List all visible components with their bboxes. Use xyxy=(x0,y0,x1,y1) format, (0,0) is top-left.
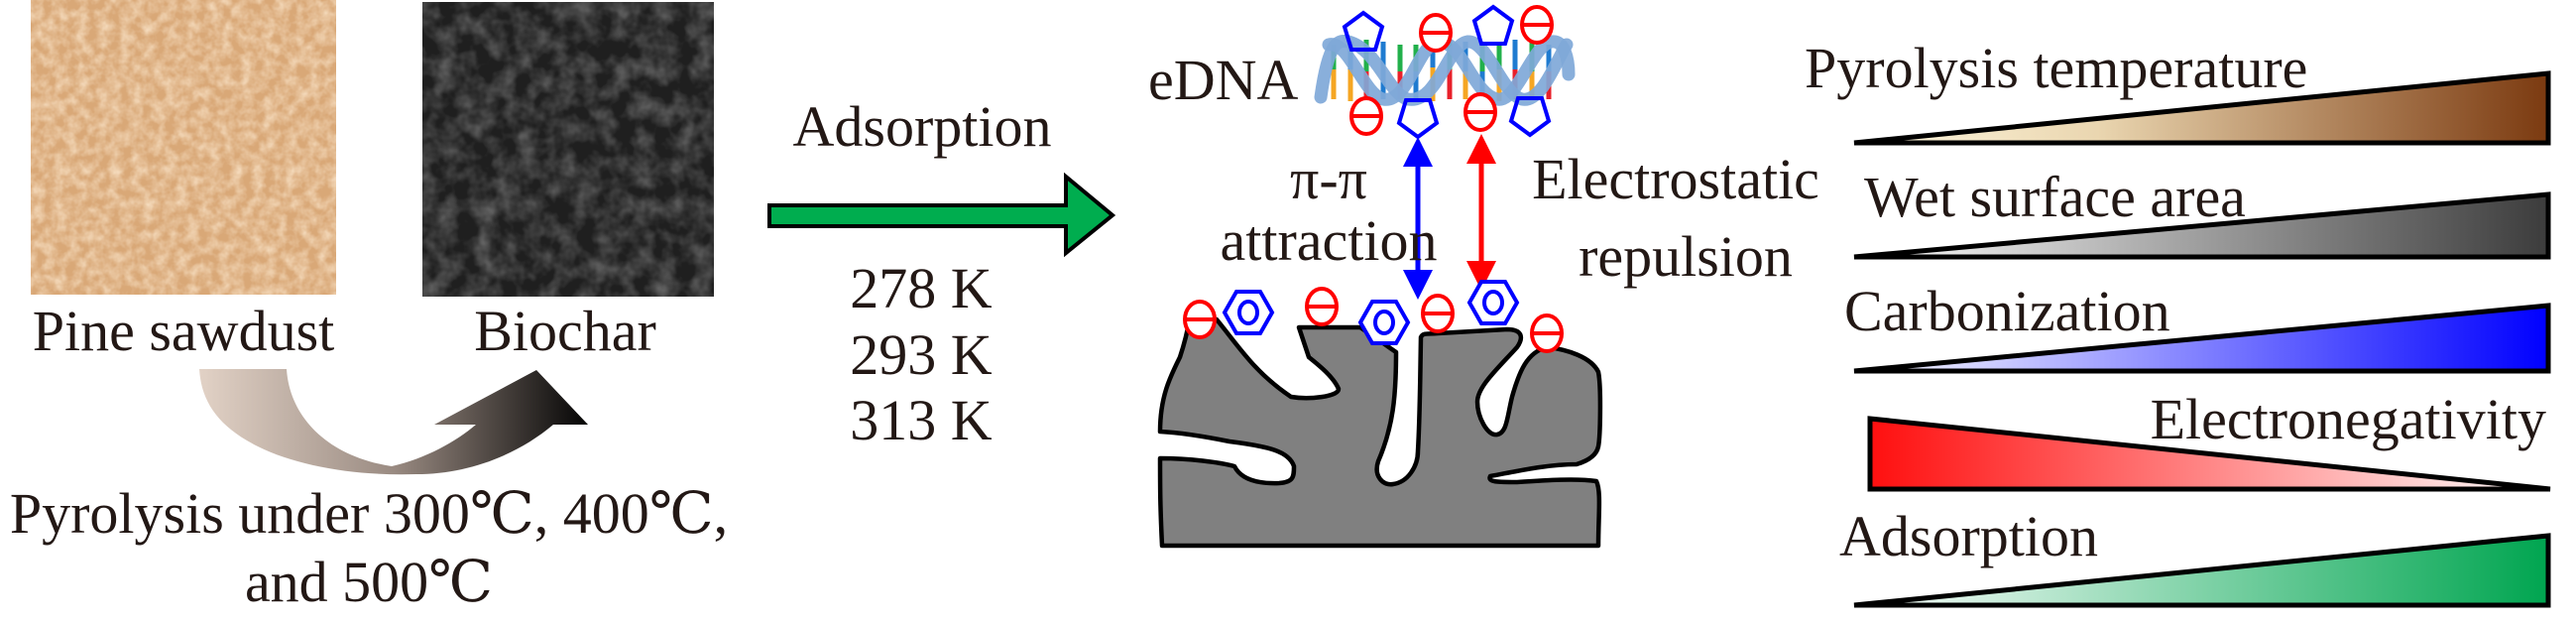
dna-negative-charge-icon xyxy=(1349,96,1383,136)
surface-negative-charge-icon xyxy=(1421,294,1455,333)
trend-wedge-pyrolysis-temperature xyxy=(1853,70,2551,146)
trend-label-wet-surface-area: Wet surface area xyxy=(1864,165,2246,229)
biochar-label: Biochar xyxy=(474,299,656,363)
electrostatic-repulsion-arrow-icon xyxy=(1466,134,1496,291)
edna-label: eDNA xyxy=(1148,48,1299,112)
dna-pentagon-group-icon xyxy=(1397,98,1439,139)
trend-label-adsorption: Adsorption xyxy=(1839,504,2098,568)
repulsion-label: repulsion xyxy=(1579,224,1793,289)
pi-pi-attraction-arrow-icon xyxy=(1403,137,1433,300)
dna-negative-charge-icon xyxy=(1464,92,1497,132)
trend-label-carbonization: Carbonization xyxy=(1844,279,2170,343)
trend-wedge-carbonization xyxy=(1853,303,2551,374)
dna-pentagon-group-icon xyxy=(1509,96,1551,137)
electrostatic-label: Electrostatic xyxy=(1532,147,1819,211)
dna-negative-charge-icon xyxy=(1520,5,1554,45)
trend-label-pyrolysis-temperature: Pyrolysis temperature xyxy=(1805,36,2307,100)
attraction-label: attraction xyxy=(1220,208,1437,273)
temperature-313: 313 K xyxy=(850,388,993,452)
trend-label-electronegativity: Electronegativity xyxy=(2151,387,2546,451)
trend-wedge-electronegativity xyxy=(1867,416,2551,492)
pyrolysis-condition-line2: and 500℃ xyxy=(245,550,493,614)
dna-pentagon-group-icon xyxy=(1472,5,1514,46)
sawdust-photo xyxy=(31,0,336,295)
surface-negative-charge-icon xyxy=(1183,300,1217,339)
surface-negative-charge-icon xyxy=(1305,287,1339,326)
adsorption-arrow-icon xyxy=(767,172,1116,258)
dna-pentagon-group-icon xyxy=(1343,11,1384,52)
surface-negative-charge-icon xyxy=(1530,313,1564,353)
adsorption-process-label: Adsorption xyxy=(793,94,1052,159)
trend-wedge-wet-surface-area xyxy=(1853,191,2551,260)
trend-wedge-adsorption xyxy=(1853,533,2551,608)
biochar-photo xyxy=(422,2,714,297)
temperature-278: 278 K xyxy=(850,256,993,320)
biochar-surface-icon xyxy=(1157,314,1603,549)
pi-pi-label: π-π xyxy=(1290,147,1367,211)
pine-sawdust-label: Pine sawdust xyxy=(33,299,335,363)
curved-arrow-icon xyxy=(199,369,588,475)
surface-benzene-ring-icon xyxy=(1223,290,1274,335)
surface-benzene-ring-icon xyxy=(1467,280,1519,325)
surface-benzene-ring-icon xyxy=(1358,300,1410,345)
temperature-293: 293 K xyxy=(850,322,993,387)
pyrolysis-condition-line1: Pyrolysis under 300℃, 400℃, xyxy=(10,481,728,546)
dna-negative-charge-icon xyxy=(1419,13,1453,53)
